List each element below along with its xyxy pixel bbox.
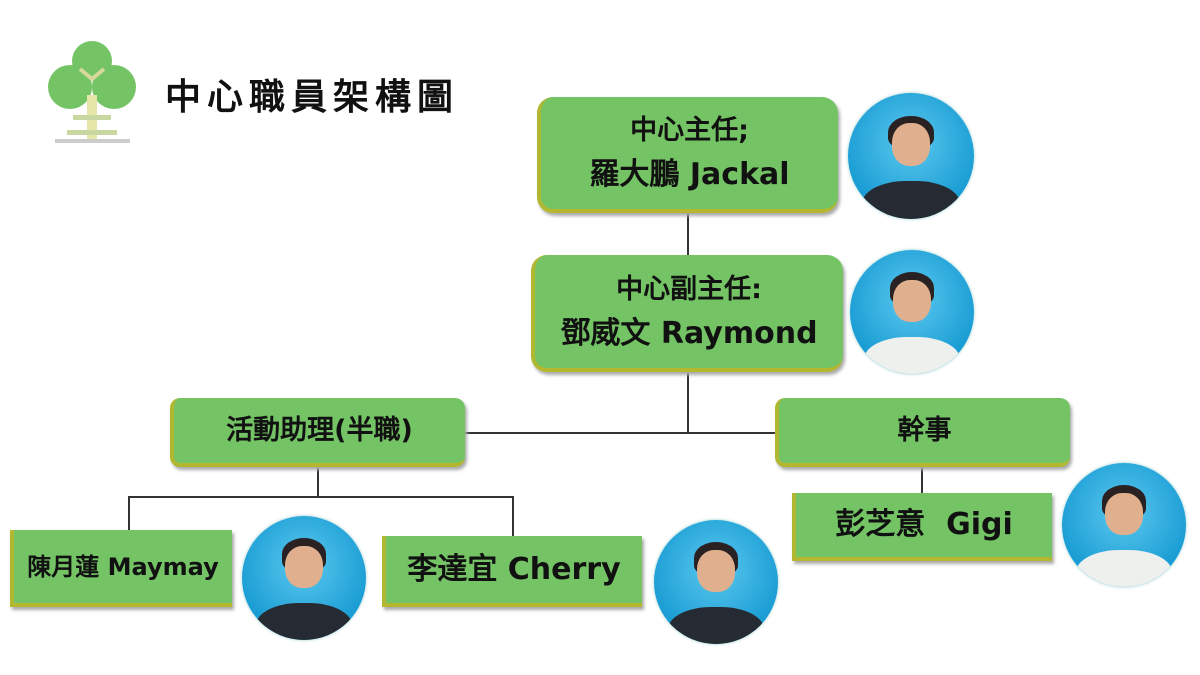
director-box: 中心主任; 羅大鵬 Jackal	[537, 97, 838, 213]
deputy-role: 中心副主任:	[616, 273, 762, 305]
connector	[317, 467, 319, 497]
activity-assistant-box: 活動助理(半職)	[170, 398, 465, 467]
director-role: 中心主任;	[630, 115, 749, 146]
staff-name: 李達宜 Cherry	[407, 551, 621, 587]
connector	[128, 496, 514, 498]
director-name: 羅大鵬 Jackal	[589, 157, 790, 192]
deputy-photo	[850, 250, 974, 374]
deputy-name: 鄧威文 Raymond	[560, 315, 818, 351]
director-photo	[848, 93, 974, 219]
staff-name: 彭芝意 Gigi	[835, 507, 1013, 542]
maymay-photo	[242, 516, 366, 640]
activity-assistant-role: 活動助理(半職)	[226, 414, 413, 446]
connector	[687, 213, 689, 255]
connector	[512, 496, 514, 536]
staff-box-maymay: 陳月蓮 Maymay	[10, 530, 232, 607]
connector	[921, 467, 923, 493]
page-title: 中心職員架構圖	[165, 77, 460, 118]
staff-box-cherry: 李達宜 Cherry	[382, 536, 642, 607]
officer-box: 幹事	[775, 398, 1070, 467]
staff-name: 陳月蓮 Maymay	[27, 552, 219, 581]
connector	[128, 496, 130, 532]
gigi-photo	[1062, 463, 1186, 587]
connector	[465, 432, 775, 434]
officer-role: 幹事	[897, 414, 952, 446]
cherry-photo	[654, 520, 778, 644]
tree-logo	[45, 35, 140, 147]
deputy-box: 中心副主任: 鄧威文 Raymond	[531, 255, 843, 372]
staff-box-gigi: 彭芝意 Gigi	[792, 493, 1052, 561]
connector	[687, 372, 689, 432]
